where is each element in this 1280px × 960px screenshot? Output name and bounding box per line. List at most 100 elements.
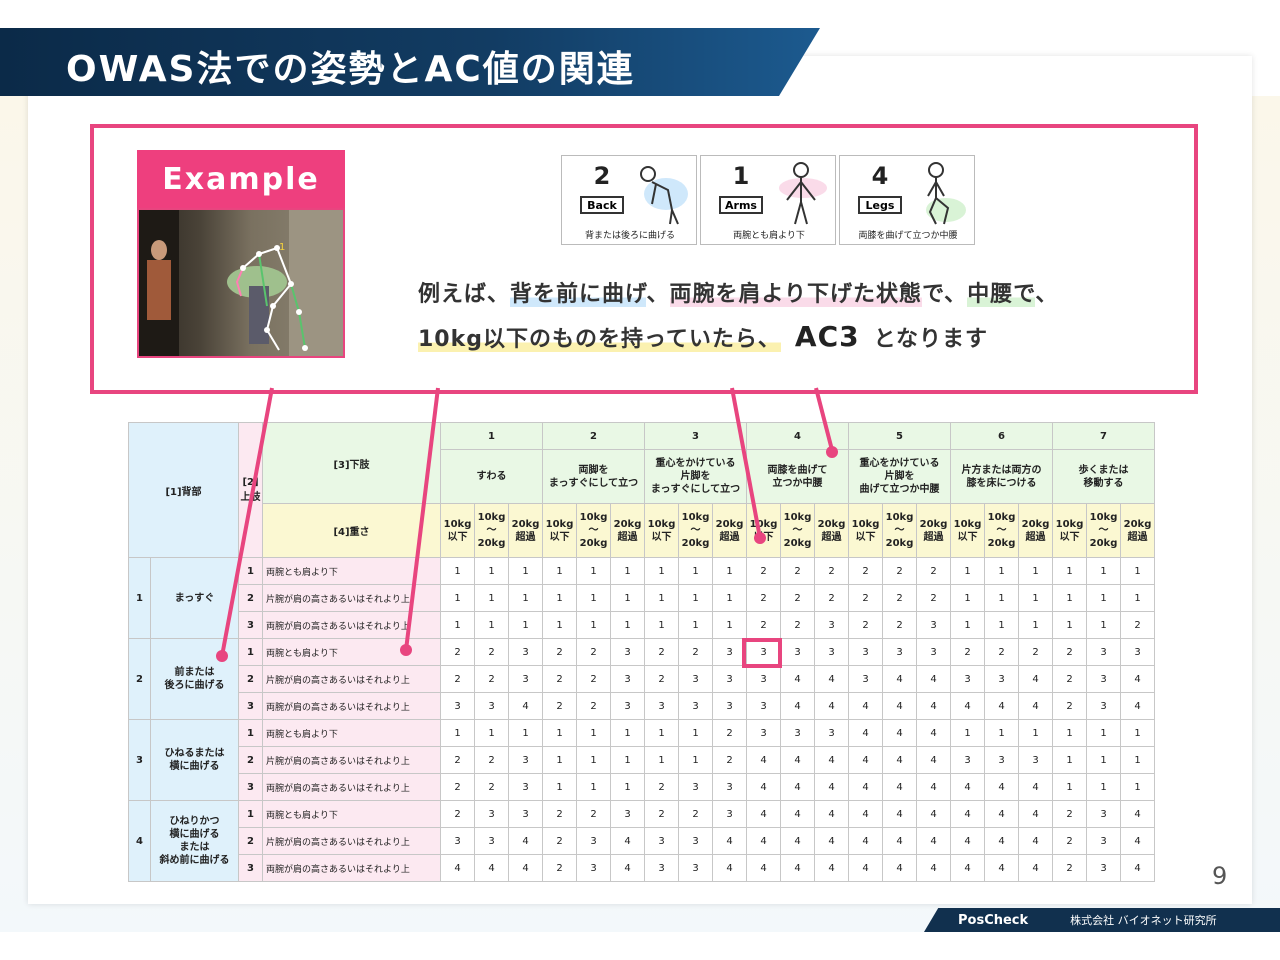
arm-label: 片腕が肩の高さあるいはそれより上 bbox=[262, 584, 442, 612]
ac-value-cell: 1 bbox=[712, 584, 748, 612]
ac-value-cell: 3 bbox=[678, 773, 714, 801]
ac-value-cell: 3 bbox=[916, 638, 952, 666]
ac-value-cell: 2 bbox=[542, 854, 578, 882]
ac-value-cell: 3 bbox=[678, 827, 714, 855]
arm-number: 1 bbox=[238, 800, 264, 828]
leg-number: 1 bbox=[440, 422, 544, 450]
ac-value-cell: 2 bbox=[848, 584, 884, 612]
ac-value-cell: 4 bbox=[1018, 692, 1054, 720]
leg-label: 両膝を曲げて立つか中腰 bbox=[746, 449, 850, 504]
weight-label: 10kg〜20kg bbox=[576, 503, 612, 558]
ac-value-cell: 3 bbox=[610, 638, 646, 666]
ac-value-cell: 2 bbox=[882, 557, 918, 585]
ac-value-cell: 4 bbox=[474, 854, 510, 882]
ac-value-cell: 2 bbox=[644, 773, 680, 801]
back-label: まっすぐ bbox=[149, 557, 240, 639]
ac-value-cell: 3 bbox=[712, 692, 748, 720]
arm-number: 1 bbox=[238, 638, 264, 666]
ac-value-cell: 4 bbox=[950, 692, 986, 720]
weight-label: 10kg〜20kg bbox=[1086, 503, 1122, 558]
ac-value-cell: 4 bbox=[848, 719, 884, 747]
ac-value-cell: 3 bbox=[508, 773, 544, 801]
ac-value-cell: 2 bbox=[576, 692, 612, 720]
ac-value-cell: 1 bbox=[1086, 773, 1122, 801]
ac-value-cell: 4 bbox=[610, 827, 646, 855]
arm-number: 2 bbox=[238, 665, 264, 693]
ac-value-cell: 4 bbox=[848, 800, 884, 828]
ac-value-cell: 4 bbox=[1018, 665, 1054, 693]
arm-label: 片腕が肩の高さあるいはそれより上 bbox=[262, 827, 442, 855]
ac-value-cell: 1 bbox=[474, 719, 510, 747]
arms-card-caption: 両腕とも肩より下 bbox=[733, 231, 805, 241]
arm-label: 片腕が肩の高さあるいはそれより上 bbox=[262, 665, 442, 693]
ac-value-cell: 2 bbox=[848, 611, 884, 639]
ac-value-cell: 1 bbox=[1018, 611, 1054, 639]
ac-value-cell: 4 bbox=[882, 665, 918, 693]
ac-value-cell: 3 bbox=[984, 665, 1020, 693]
ac-value-cell: 2 bbox=[984, 638, 1020, 666]
ac-value-cell: 1 bbox=[984, 611, 1020, 639]
ac-value-cell: 3 bbox=[508, 746, 544, 774]
ac-value-cell: 3 bbox=[746, 719, 782, 747]
ac-value-cell: 3 bbox=[644, 854, 680, 882]
ac-value-cell: 1 bbox=[950, 557, 986, 585]
ac-value-cell: 4 bbox=[746, 800, 782, 828]
ac-value-cell: 4 bbox=[1120, 827, 1156, 855]
ac-value-cell: 4 bbox=[746, 827, 782, 855]
example-photo: 1 bbox=[137, 208, 345, 358]
ac-value-cell: 4 bbox=[916, 665, 952, 693]
arm-label: 両腕とも肩より下 bbox=[262, 800, 442, 828]
ac-value-cell: 3 bbox=[848, 665, 884, 693]
ac-value-cell: 3 bbox=[882, 638, 918, 666]
ac-value-cell: 4 bbox=[848, 854, 884, 882]
ac-value-cell: 1 bbox=[644, 719, 680, 747]
ac-value-cell: 1 bbox=[1120, 773, 1156, 801]
ac-value-cell: 2 bbox=[780, 611, 816, 639]
arms-card: 1 Arms 両腕とも肩より下 bbox=[700, 155, 836, 245]
ac-value-cell: 1 bbox=[508, 557, 544, 585]
ac-value-cell: 4 bbox=[916, 827, 952, 855]
ac-value-cell: 3 bbox=[1018, 746, 1054, 774]
ac-value-cell: 1 bbox=[1052, 557, 1088, 585]
ac-value-cell: 1 bbox=[610, 611, 646, 639]
arm-number: 1 bbox=[238, 557, 264, 585]
ac-value-cell: 4 bbox=[984, 773, 1020, 801]
ac-value-cell: 3 bbox=[746, 665, 782, 693]
arm-label: 両腕が肩の高さあるいはそれより上 bbox=[262, 611, 442, 639]
back-header: [1]背部 bbox=[127, 422, 240, 558]
ac-value-cell: 2 bbox=[678, 800, 714, 828]
back-label: ひねるまたは横に曲げる bbox=[149, 719, 240, 801]
back-number: 2 bbox=[128, 638, 151, 720]
ac-value-cell: 3 bbox=[440, 692, 476, 720]
ac-value-cell: 3 bbox=[950, 665, 986, 693]
ac-value-cell: 4 bbox=[780, 692, 816, 720]
weight-header: [4]重さ bbox=[262, 503, 442, 558]
ac-value-cell: 3 bbox=[712, 665, 748, 693]
ac-value-cell: 1 bbox=[542, 611, 578, 639]
ac-value-cell: 4 bbox=[780, 773, 816, 801]
ac-value-cell: 1 bbox=[508, 719, 544, 747]
ac-value-cell: 1 bbox=[712, 611, 748, 639]
ac-value-cell: 4 bbox=[882, 773, 918, 801]
ac-value-cell: 1 bbox=[474, 557, 510, 585]
ac-value-cell: 4 bbox=[780, 827, 816, 855]
ac-value-cell: 1 bbox=[440, 557, 476, 585]
ac-value-cell: 4 bbox=[984, 827, 1020, 855]
ac-value-cell: 3 bbox=[644, 827, 680, 855]
ac-value-cell: 4 bbox=[814, 854, 850, 882]
ac-value-cell: 2 bbox=[440, 665, 476, 693]
ac-value-cell: 3 bbox=[678, 854, 714, 882]
footer-bar: PosCheck 株式会社 バイオネット研究所 bbox=[924, 908, 1280, 932]
leg-label: 重心をかけている片脚を曲げて立つか中腰 bbox=[848, 449, 952, 504]
ac-value-cell: 3 bbox=[950, 746, 986, 774]
arm-number: 2 bbox=[238, 827, 264, 855]
ac-value-cell: 1 bbox=[1086, 746, 1122, 774]
ac-value-cell: 3 bbox=[814, 638, 850, 666]
